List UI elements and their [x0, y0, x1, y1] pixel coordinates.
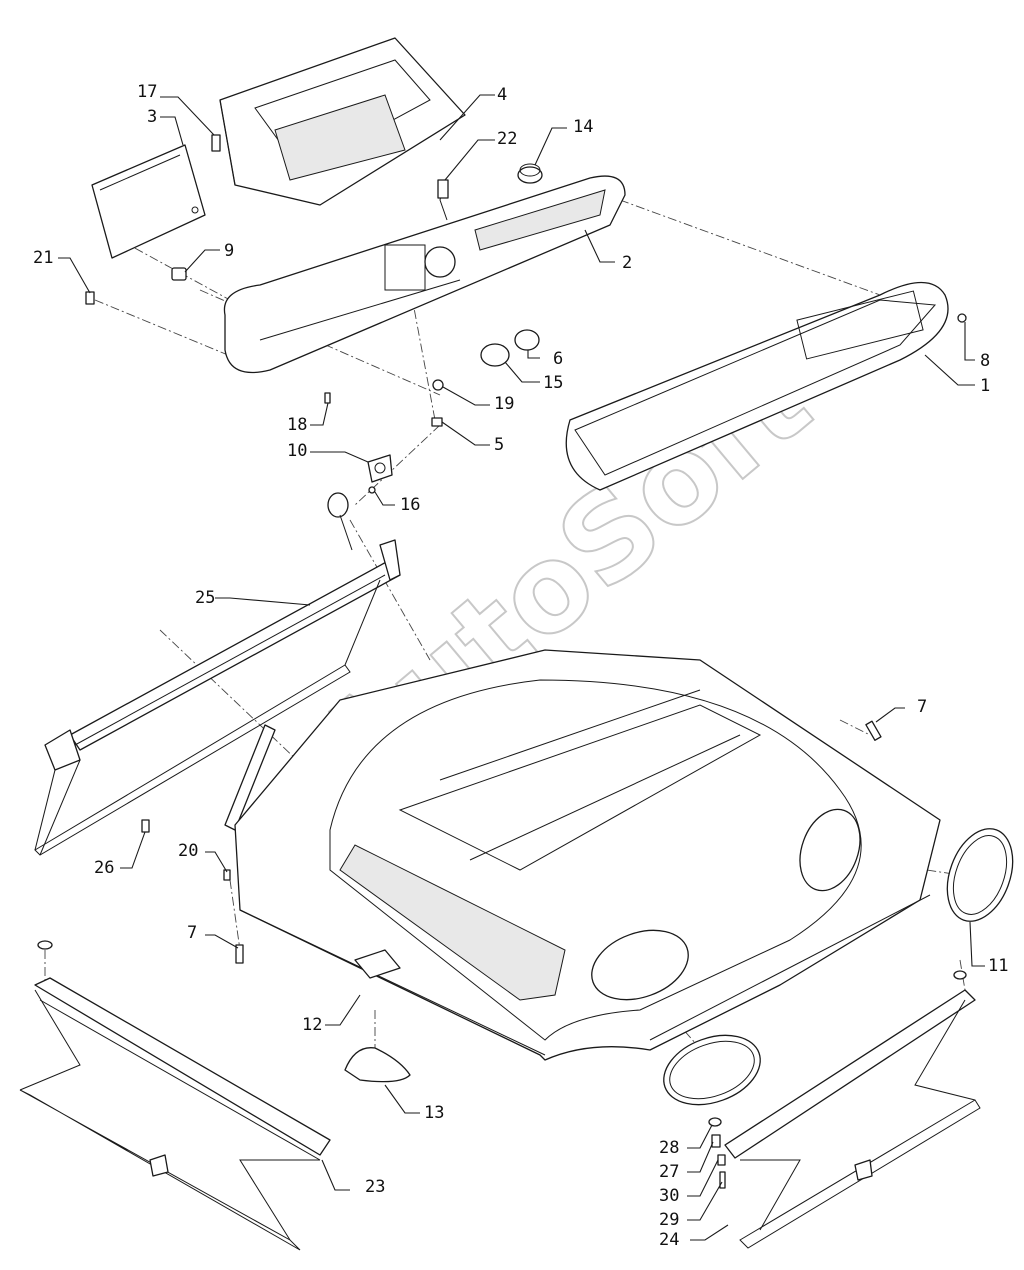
callout-2: 2 — [622, 253, 632, 273]
callout-18: 18 — [287, 415, 307, 435]
part-9-retainer — [171, 267, 187, 281]
callout-labels: 17 3 4 22 14 2 9 21 8 1 6 15 19 18 5 10 … — [33, 82, 1008, 1250]
callout-28: 28 — [659, 1138, 679, 1158]
part-mirror-knob — [327, 492, 353, 551]
part-2-console-frame — [223, 175, 626, 374]
part-6-cap — [514, 329, 540, 351]
part-25-roller-blind — [34, 539, 401, 856]
part-17-screw — [211, 134, 221, 152]
part-7-screw-right — [865, 720, 882, 741]
part-21-clip — [85, 291, 95, 305]
part-oval-cover-bottom — [663, 1034, 761, 1106]
callout-5: 5 — [494, 435, 504, 455]
part-27-bushing — [711, 1134, 721, 1148]
part-30-spacer — [717, 1154, 726, 1166]
part-4-bracket-housing — [219, 37, 466, 206]
part-3-mounting-plate — [91, 144, 206, 259]
callout-4: 4 — [497, 85, 507, 105]
callout-30: 30 — [659, 1186, 679, 1206]
callout-25: 25 — [195, 588, 215, 608]
callout-22: 22 — [497, 129, 517, 149]
callout-19: 19 — [494, 394, 514, 414]
callout-12: 12 — [302, 1015, 322, 1035]
callout-27: 27 — [659, 1162, 679, 1182]
callout-15: 15 — [543, 373, 563, 393]
callout-9: 9 — [224, 241, 234, 261]
part-29-screw — [719, 1171, 726, 1189]
part-16-screw — [368, 486, 376, 494]
part-14-lamp-socket — [517, 163, 543, 184]
callout-24: 24 — [659, 1230, 679, 1250]
callout-21: 21 — [33, 248, 53, 268]
part-19-nut — [432, 379, 444, 391]
callout-20: 20 — [178, 841, 198, 861]
callout-26: 26 — [94, 858, 114, 878]
part-12-headliner — [234, 649, 941, 1061]
part-5-clip — [431, 417, 443, 427]
leader-lines — [58, 94, 985, 1241]
callout-17: 17 — [137, 82, 157, 102]
part-24-sunshade-right — [724, 970, 981, 1249]
part-22-wire-connector — [437, 179, 449, 221]
callout-3: 3 — [147, 107, 157, 127]
part-8-screw — [957, 313, 967, 323]
part-20-clip — [223, 869, 231, 881]
part-15-lamp — [480, 343, 510, 367]
callout-16: 16 — [400, 495, 420, 515]
callout-6: 6 — [553, 349, 563, 369]
callout-7-right: 7 — [917, 697, 927, 717]
part-26-screw — [141, 819, 150, 833]
callout-23: 23 — [365, 1177, 385, 1197]
callout-13: 13 — [424, 1103, 444, 1123]
callout-14: 14 — [573, 117, 593, 137]
part-side-strip — [224, 724, 276, 831]
part-23-sunshade-left — [19, 940, 331, 1251]
part-28-washer — [708, 1117, 722, 1127]
callout-8: 8 — [980, 351, 990, 371]
callout-1: 1 — [980, 376, 990, 396]
callout-7-left: 7 — [187, 923, 197, 943]
callout-10: 10 — [287, 441, 307, 461]
callout-29: 29 — [659, 1210, 679, 1230]
part-7-screw-left — [235, 944, 244, 964]
part-11-speaker-cover — [946, 828, 1014, 922]
part-18-pin — [324, 392, 331, 404]
callout-11: 11 — [988, 956, 1008, 976]
part-10-switch — [367, 454, 393, 483]
part-13-cover-left — [344, 1047, 411, 1083]
part-1-trim-panel — [565, 282, 949, 491]
